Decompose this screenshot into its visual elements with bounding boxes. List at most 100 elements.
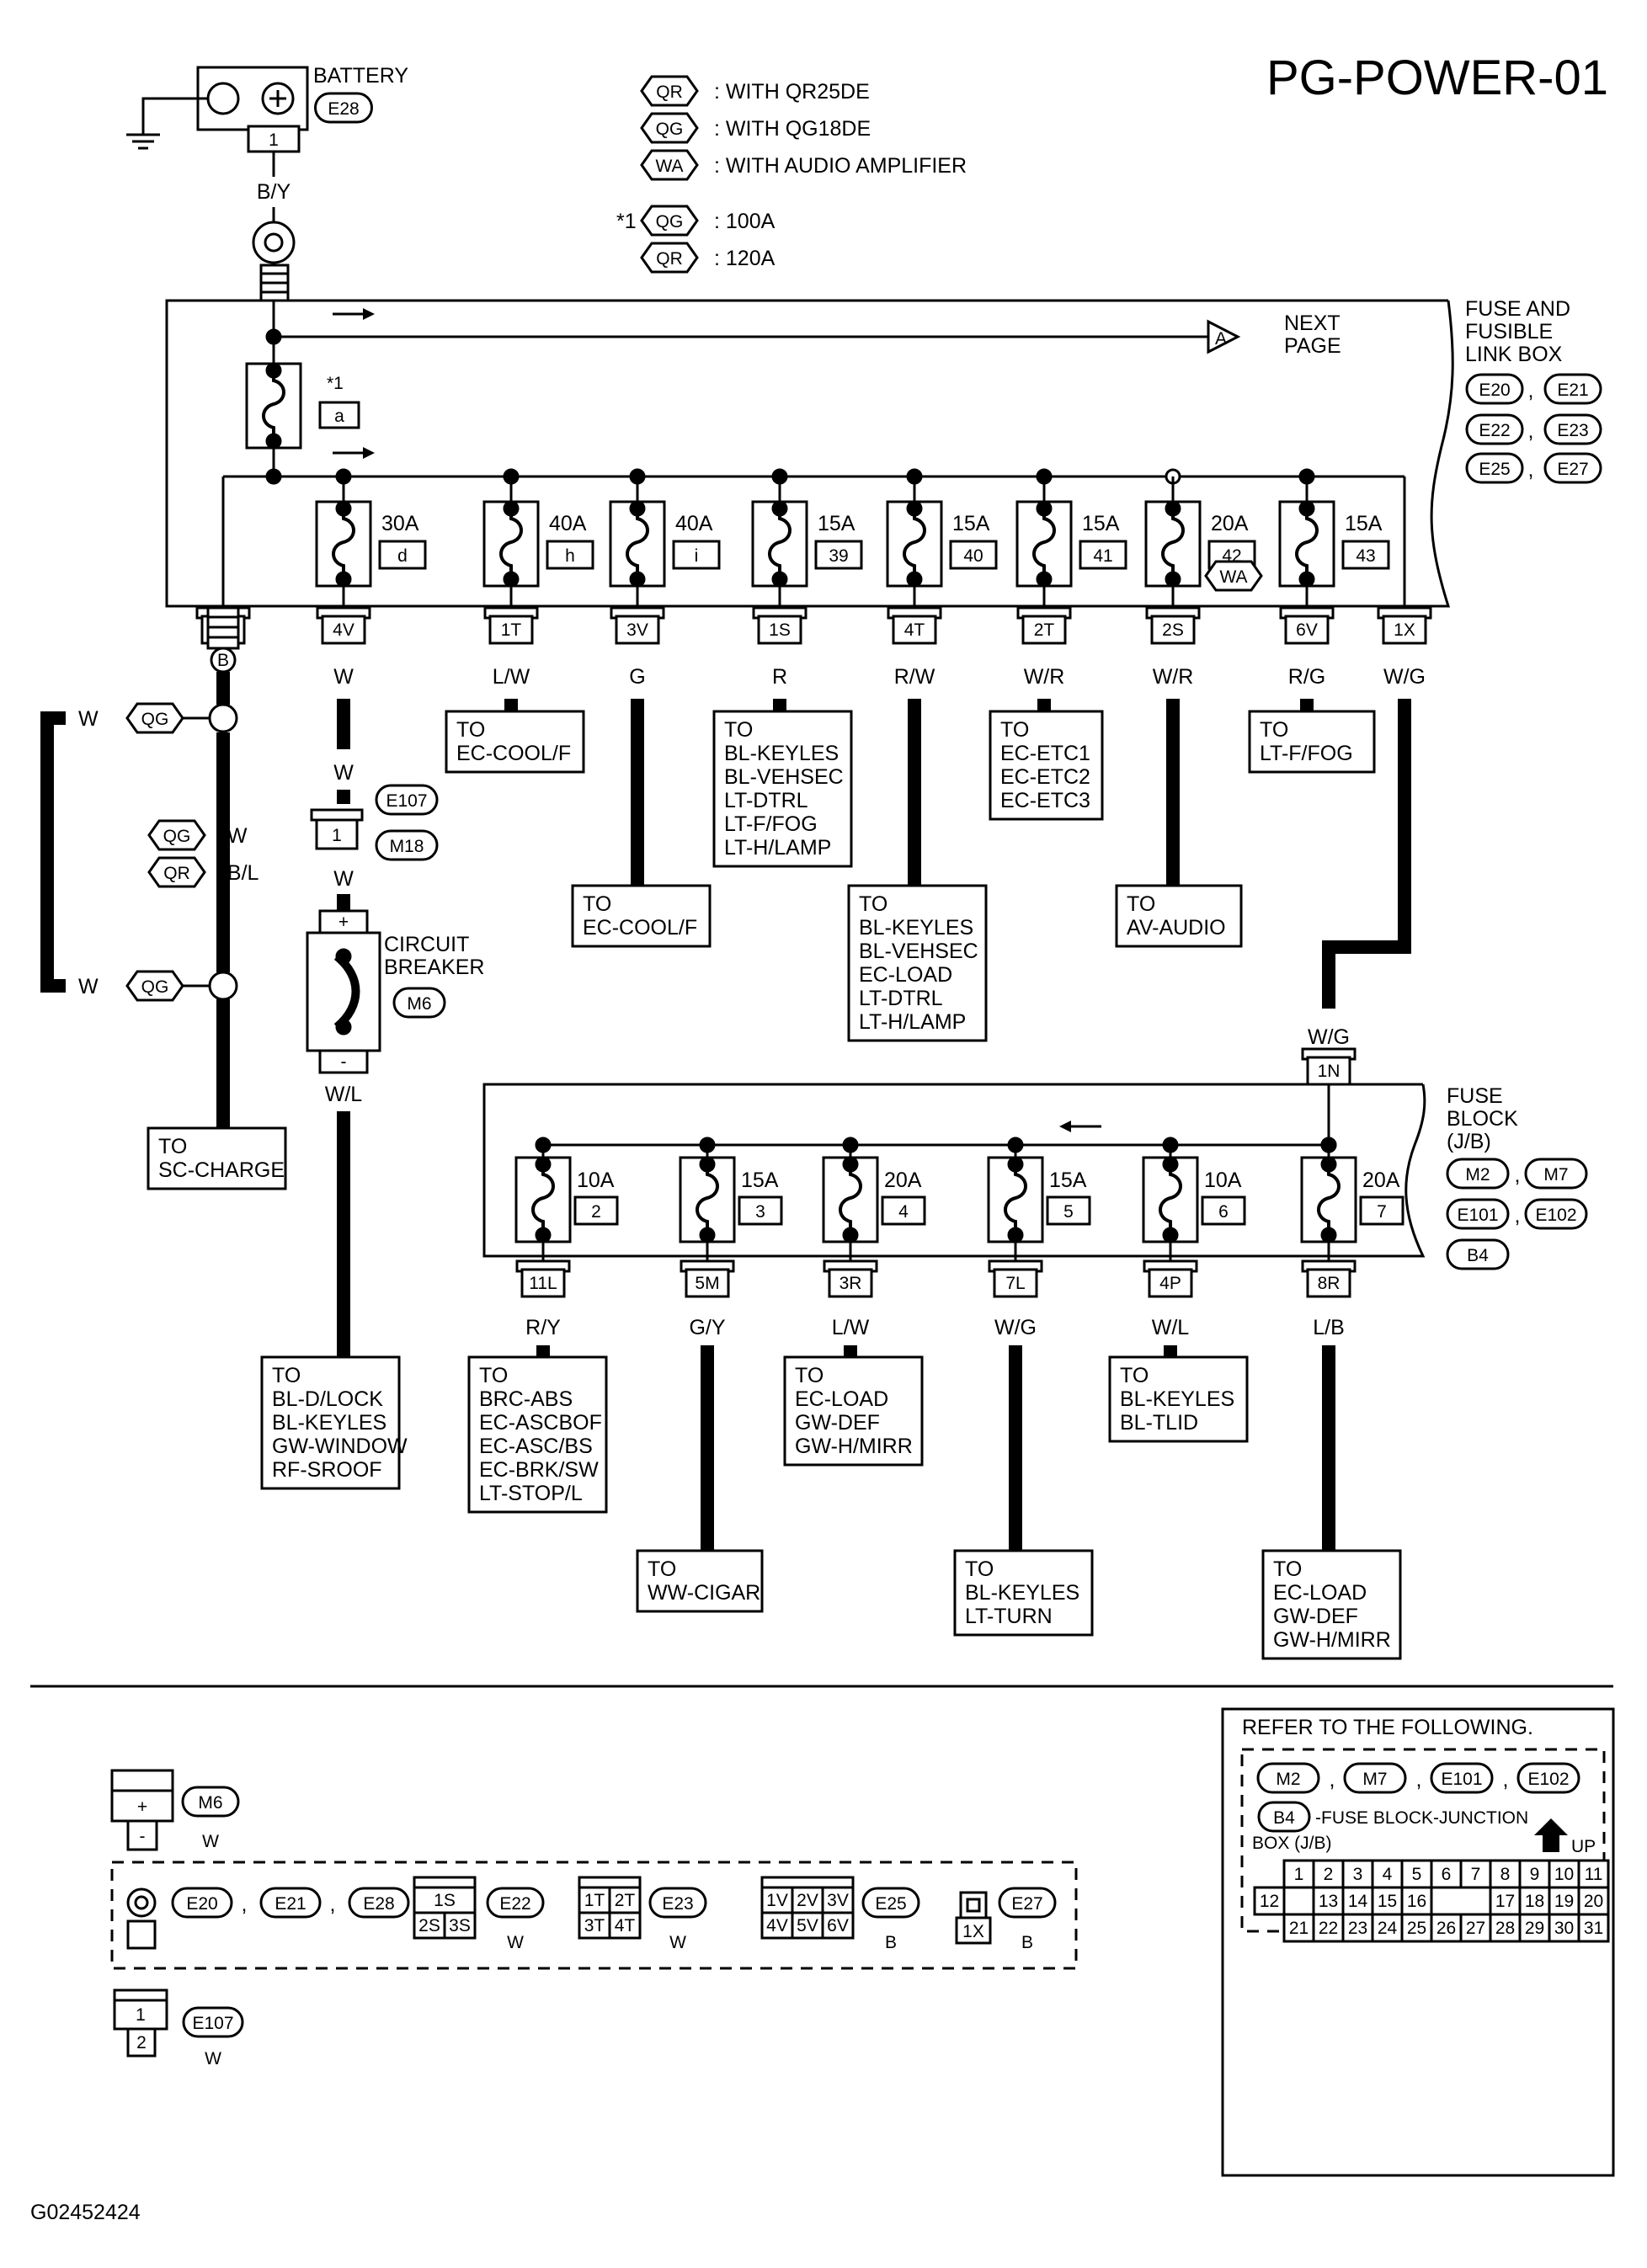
breaker-conn-m6 bbox=[392, 987, 446, 1019]
wire-label-3R: L/W bbox=[832, 1316, 870, 1339]
legend-tag-1-label: QG bbox=[656, 120, 684, 139]
refer-grid-cell-26 bbox=[1430, 1913, 1463, 1943]
charge-tag-top-label: QG bbox=[141, 710, 169, 729]
to-box-6V-line-0: TO bbox=[1260, 718, 1288, 742]
jb-fuse-5-amp: 15A bbox=[1049, 1169, 1087, 1192]
breaker-dot-bottom bbox=[335, 1019, 352, 1036]
fuse-link-box-conn-E25 bbox=[1465, 452, 1524, 484]
to-box-11L-line-1: BRC-ABS bbox=[479, 1387, 573, 1411]
ref-e25-cell-5V bbox=[791, 1911, 824, 1940]
ref-e25-pin-3V: 3V bbox=[827, 1891, 849, 1910]
wire-label-1X: W/G bbox=[1383, 665, 1426, 689]
charge-junction-bottom bbox=[208, 971, 238, 1001]
conn-4V bbox=[321, 615, 366, 645]
charge-bypass bbox=[40, 711, 66, 993]
conn-5M-label: 5M bbox=[695, 1274, 719, 1293]
ref-e107-pin-2: 2 bbox=[136, 2033, 147, 2052]
to-box-2T-line-0: TO bbox=[1000, 718, 1029, 742]
to-box-4T bbox=[847, 884, 988, 1042]
e107-pin: 1 bbox=[332, 826, 342, 845]
refer-grid-pin-4: 4 bbox=[1383, 1865, 1393, 1884]
to-box-5M bbox=[636, 1549, 764, 1613]
wire-label-1S: R bbox=[772, 665, 787, 689]
charge-option-tag-1-label: QR bbox=[163, 864, 190, 883]
legend-tag-2 bbox=[640, 149, 699, 181]
fuse-d-amp: 30A bbox=[381, 512, 419, 535]
refer-grid-cell-11 bbox=[1577, 1859, 1610, 1889]
to-box-3R-line-0: TO bbox=[795, 1364, 824, 1387]
ref-group-comma-0: , bbox=[242, 1893, 248, 1916]
to-box-11L bbox=[467, 1355, 608, 1514]
to-box-4T-line-1: BL-KEYLES bbox=[859, 916, 973, 940]
ref-e25-cell-6V bbox=[821, 1911, 855, 1940]
jb-fuse-2-bottom-dot bbox=[535, 1227, 552, 1243]
refer-grid-cell-22 bbox=[1312, 1913, 1345, 1943]
to-box-breaker-line-0: TO bbox=[272, 1364, 301, 1387]
refer-grid-pin-27: 27 bbox=[1466, 1919, 1485, 1938]
ref-e107-id-label: E107 bbox=[192, 2014, 233, 2033]
refer-grid-pin-11: 11 bbox=[1585, 1865, 1603, 1884]
to-box-11L-line-2: EC-ASCBOF bbox=[479, 1411, 602, 1435]
breaker-plus: + bbox=[338, 913, 349, 932]
ground-wire bbox=[141, 97, 209, 135]
conn-1T-label: 1T bbox=[501, 620, 522, 640]
jb-fuse-5-id-box bbox=[1046, 1195, 1091, 1226]
refer-conn-M7 bbox=[1343, 1762, 1407, 1794]
to-box-sc-charge-line-0: TO bbox=[158, 1135, 187, 1158]
fuse-43-top-dot bbox=[1298, 500, 1315, 517]
main-link-note: *1 bbox=[327, 374, 344, 393]
fuse-d-element bbox=[332, 508, 355, 579]
fuse-link-box-label-1: FUSIBLE bbox=[1465, 320, 1553, 343]
fuse-h-amp: 40A bbox=[549, 512, 587, 535]
refer-panel-title: REFER TO THE FOLLOWING. bbox=[1242, 1716, 1533, 1739]
to-box-1S bbox=[712, 710, 853, 868]
to-box-breaker-line-2: BL-KEYLES bbox=[272, 1411, 386, 1435]
legend-tag-0 bbox=[640, 75, 699, 107]
ref-m6-id-label: M6 bbox=[198, 1793, 222, 1813]
fuse-h-id-box bbox=[546, 540, 594, 570]
fuse-block-comma-2: , bbox=[1515, 1204, 1521, 1227]
refer-grid-pin-18: 18 bbox=[1525, 1892, 1544, 1911]
fuse-40-top-dot bbox=[906, 500, 923, 517]
breaker-plus-terminal bbox=[318, 909, 369, 934]
flow-arrow-bus-head bbox=[363, 447, 375, 459]
ref-m6-id bbox=[181, 1786, 240, 1818]
fuse-link-box-conn-E22-label: E22 bbox=[1479, 421, 1510, 440]
ref-e22-tab bbox=[413, 1876, 477, 1889]
conn-8R bbox=[1306, 1268, 1351, 1298]
to-box-2S-line-1: AV-AUDIO bbox=[1127, 916, 1226, 940]
to-box-4P-line-1: BL-KEYLES bbox=[1120, 1387, 1234, 1411]
jb-fuse-6-id: 6 bbox=[1218, 1202, 1229, 1222]
breaker-conn-m18-label: M18 bbox=[390, 837, 424, 856]
conn-2T bbox=[1021, 615, 1067, 645]
to-box-3V-line-1: EC-COOL/F bbox=[583, 916, 697, 940]
ref-eye-terminal-inner bbox=[134, 1895, 149, 1910]
jb-fuse-6-top-dot bbox=[1162, 1156, 1179, 1173]
ref-group-E21 bbox=[259, 1887, 322, 1919]
fuse-h-element bbox=[499, 508, 523, 579]
ref-group-E28-label: E28 bbox=[363, 1894, 394, 1914]
ref-e25-pin-1V: 1V bbox=[766, 1891, 788, 1910]
next-page-label-1: PAGE bbox=[1284, 334, 1341, 358]
to-box-7L-line-2: LT-TURN bbox=[965, 1605, 1053, 1628]
fuse-43-bottom-dot bbox=[1298, 571, 1315, 588]
fuse-block-conn-M2 bbox=[1446, 1158, 1510, 1190]
conn-1S-label: 1S bbox=[769, 620, 791, 640]
fuse-link-box-conn-E22 bbox=[1465, 413, 1524, 445]
conn-2S-label: 2S bbox=[1162, 620, 1184, 640]
ref-e23-id-label: E23 bbox=[662, 1894, 693, 1914]
fuse-d-top-dot bbox=[335, 500, 352, 517]
jb-fuse-6-bottom-dot bbox=[1162, 1227, 1179, 1243]
refer-grid-cell-31 bbox=[1577, 1913, 1610, 1943]
ref-eye-terminal-box bbox=[126, 1919, 157, 1950]
refer-grid-pin-15: 15 bbox=[1378, 1892, 1397, 1911]
to-box-sc-charge bbox=[147, 1126, 287, 1190]
to-box-2S-line-0: TO bbox=[1127, 892, 1155, 916]
to-box-6V bbox=[1248, 710, 1376, 774]
conn-1T bbox=[488, 615, 534, 645]
to-box-8R bbox=[1261, 1549, 1402, 1660]
charge-bypass-label-bottom: W bbox=[78, 975, 99, 998]
fuse-40-amp: 15A bbox=[952, 512, 990, 535]
refer-grid-pin-21: 21 bbox=[1289, 1919, 1309, 1938]
to-box-1S-line-3: LT-DTRL bbox=[724, 789, 808, 812]
